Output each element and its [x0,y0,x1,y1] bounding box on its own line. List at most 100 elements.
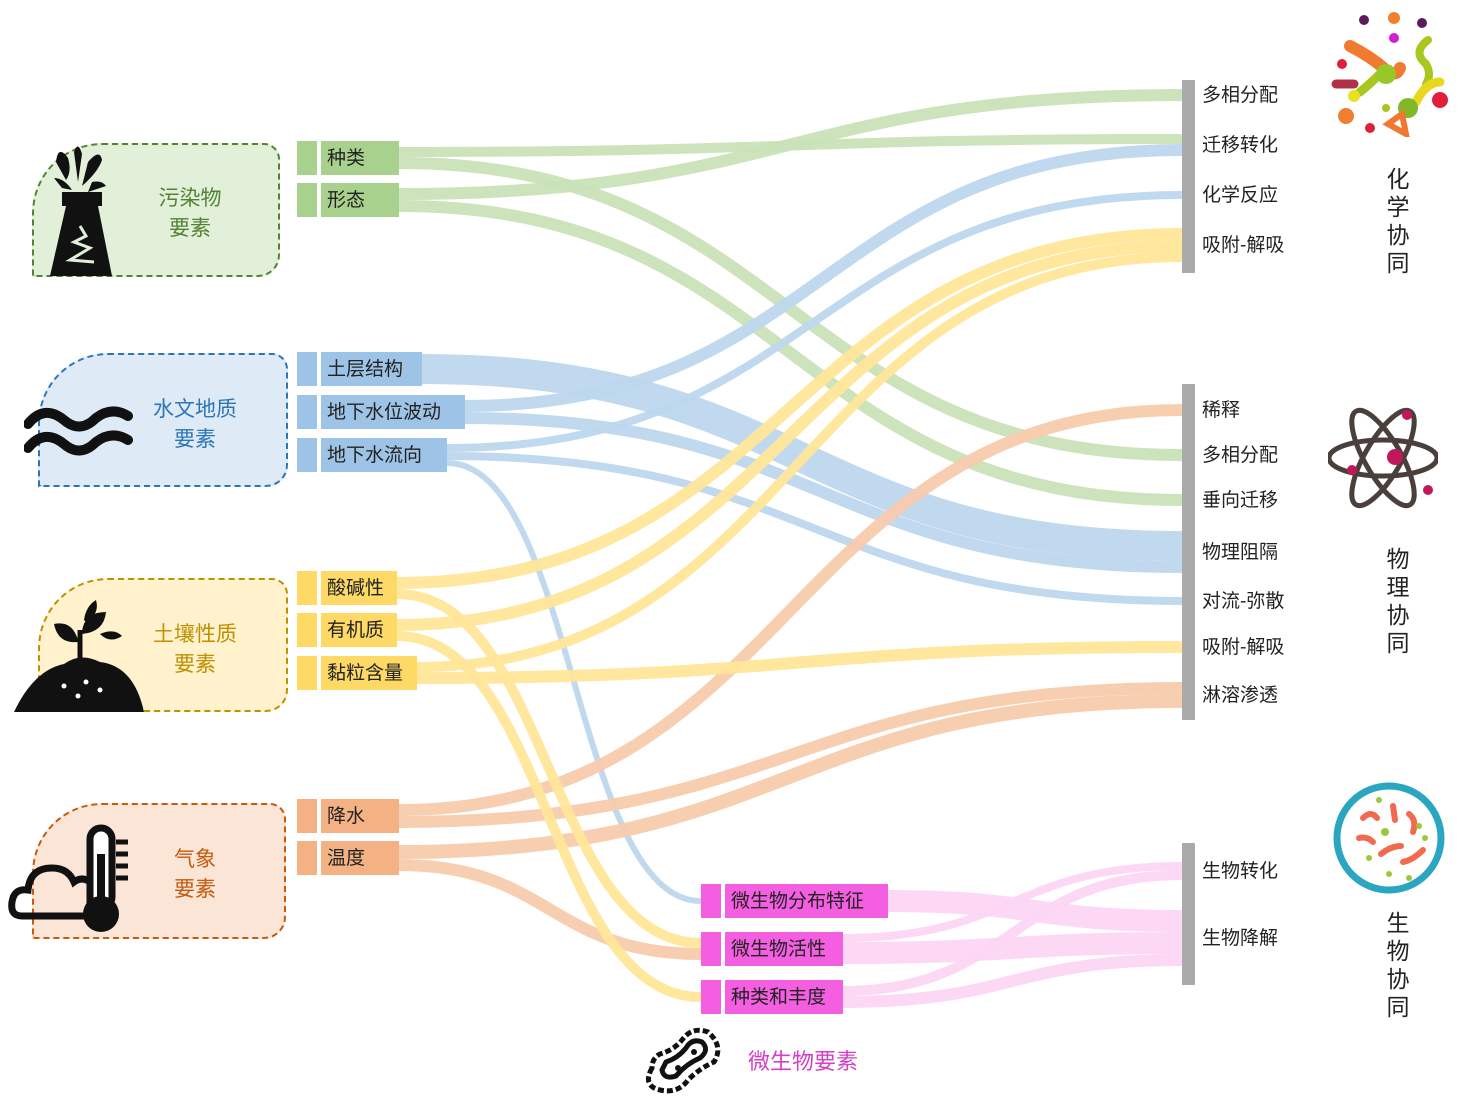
node-color-block [701,884,721,918]
source-node-label: 种类 [321,141,399,175]
bio-category-title: 生物协同 [1385,910,1411,1022]
water-waves-icon [24,406,133,456]
source-node-zl: 种类 [297,141,399,175]
group-label-line: 土壤性质 [153,622,237,646]
phys-category-title: 物理协同 [1385,546,1411,658]
hydro-group [38,353,288,487]
title-char: 同 [1386,631,1410,657]
flow-sj-hx [396,589,702,948]
group-label-line: 要素 [169,216,211,240]
node-color-block [297,352,317,386]
source-node-label: 微生物分布特征 [725,884,888,918]
flow-lx-c3 [446,191,1183,452]
title-char: 同 [1386,251,1410,277]
source-node-lx: 地下水流向 [297,438,447,472]
flow-fd-b1 [842,870,1183,996]
source-node-fb: 微生物分布特征 [701,884,888,918]
source-node-label: 酸碱性 [321,571,397,605]
petri-dish-icon [1333,782,1445,894]
bio-target-bar [1182,843,1195,985]
source-node-wd: 温度 [297,841,399,875]
node-color-block [297,656,317,690]
source-node-sj: 酸碱性 [297,571,397,605]
oil-derrick-icon [50,146,112,276]
atom-icon [1328,407,1438,509]
microbe-group-label: 微生物要素 [748,1050,859,1075]
molecule-icon [1331,12,1448,137]
flow-lx-fb [446,460,702,904]
group-label-line: 污染物 [158,186,222,210]
plant-soil-icon [14,600,144,712]
target-node-label: 多相分配 [1202,84,1279,106]
target-node-label: 化学反应 [1202,184,1279,206]
source-node-yj: 有机质 [297,613,397,647]
flow-xt-c1 [398,89,1183,200]
flow-yj-c4 [396,240,1183,631]
chem-target-bar [1182,80,1195,273]
hydro-group-label: 水文地质要素 [135,394,255,454]
source-node-hx: 微生物活性 [701,932,843,966]
target-node-label: 物理阻隔 [1202,541,1279,563]
flow-nl-p6 [416,641,1183,684]
flow-wd-hx [398,859,702,960]
target-node-label: 迁移转化 [1202,134,1279,156]
group-label-line: 要素 [174,427,216,451]
source-node-xt: 形态 [297,183,399,217]
group-label-line: 要素 [174,652,216,676]
source-node-label: 温度 [321,841,399,875]
node-color-block [297,841,317,875]
node-color-block [297,438,317,472]
target-node-label: 生物转化 [1202,860,1279,882]
flow-yj-fd [396,631,702,1002]
target-node-label: 生物降解 [1202,927,1279,949]
flow-wd-p7 [398,694,1183,859]
flow-hx-b2 [842,932,1183,964]
flow-sw-c2 [464,144,1183,412]
phys-target-bar [1182,384,1195,720]
title-char: 学 [1386,195,1410,221]
target-node-label: 淋溶渗透 [1202,684,1279,706]
node-color-block [297,613,317,647]
source-node-label: 形态 [321,183,399,217]
target-node-label: 垂向迁移 [1202,489,1279,511]
source-node-js: 降水 [297,799,399,833]
title-char: 物 [1386,939,1410,965]
source-node-label: 降水 [321,799,399,833]
flow-fd-b2 [842,954,1183,1008]
target-node-label: 吸附-解吸 [1202,636,1285,658]
flow-lx-p5 [446,452,1183,605]
flow-sj-c4 [396,228,1183,589]
flow-hx-b1 [842,862,1183,942]
node-color-block [297,571,317,605]
pollutant-group-label: 污染物要素 [130,183,250,243]
title-char: 协 [1386,967,1410,993]
title-char: 同 [1386,995,1410,1021]
flow-nl-c4 [416,252,1183,672]
group-label-line: 气象 [174,847,216,871]
cloud-thermometer-icon [8,824,128,932]
node-color-block [701,932,721,966]
title-char: 生 [1386,911,1410,937]
bacterium-icon [645,1027,721,1094]
source-node-label: 地下水流向 [321,438,447,472]
node-color-block [297,183,317,217]
source-node-label: 有机质 [321,613,397,647]
chem-category-title: 化学协同 [1385,166,1411,278]
title-char: 理 [1386,575,1410,601]
flow-js-p1 [398,404,1183,816]
target-node-label: 多相分配 [1202,444,1279,466]
target-node-label: 对流-弥散 [1202,590,1285,612]
target-node-label: 稀释 [1202,399,1241,421]
node-color-block [701,980,721,1014]
group-label-line: 水文地质 [153,397,237,421]
group-label-line: 要素 [174,877,216,901]
source-node-fd: 种类和丰度 [701,980,843,1014]
source-node-sw: 地下水位波动 [297,395,465,429]
source-node-label: 种类和丰度 [725,980,843,1014]
soil-group-label: 土壤性质要素 [135,619,255,679]
source-node-nl: 黏粒含量 [297,656,417,690]
source-node-tc: 土层结构 [297,352,422,386]
node-color-block [297,141,317,175]
node-color-block [297,395,317,429]
